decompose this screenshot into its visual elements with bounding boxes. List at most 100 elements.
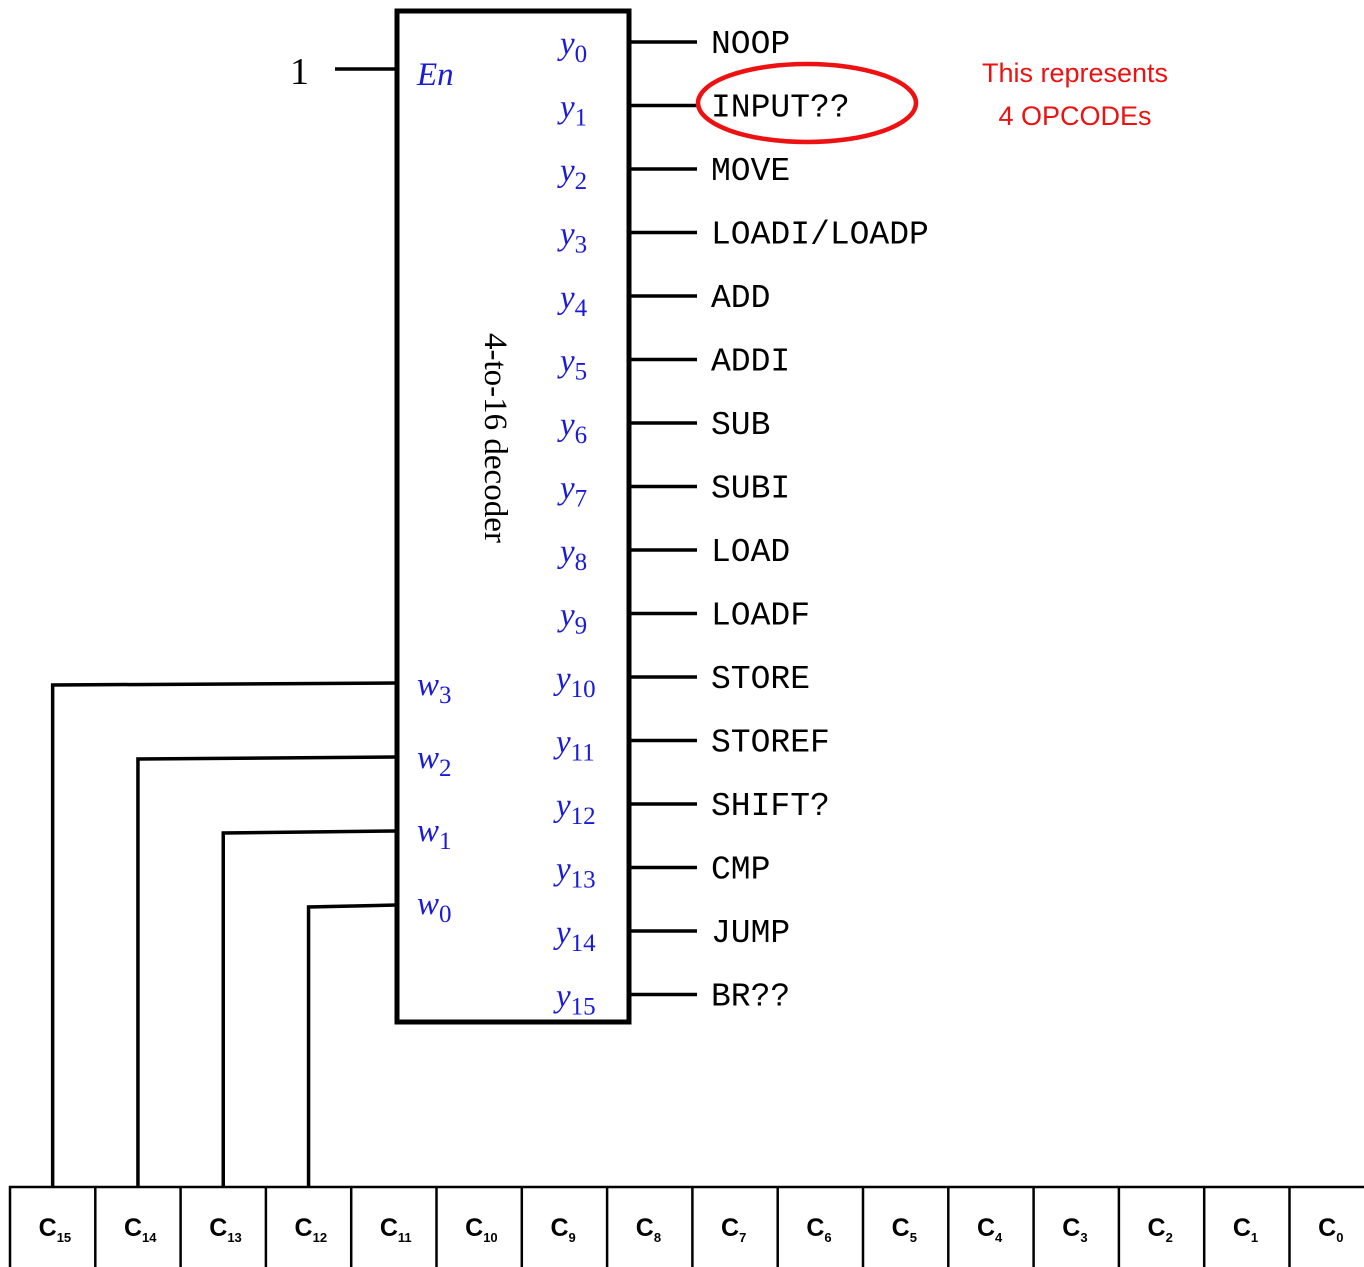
output-pin-y0: y0 NOOP	[557, 26, 790, 68]
output-pin-label: y8	[557, 534, 587, 576]
register-cell-c10: C10	[435, 1187, 498, 1267]
register-cell-label: C15	[39, 1214, 72, 1245]
input-pin-label: w1	[417, 813, 452, 855]
decoder-box	[394, 8, 632, 1025]
opcode-label: STORE	[711, 661, 810, 698]
register-cell-c1: C1	[1202, 1187, 1258, 1267]
register-cell-c12: C12	[264, 1187, 328, 1267]
output-pin-label: y2	[557, 153, 587, 195]
opcode-label: NOOP	[711, 26, 790, 63]
output-pin-label: y14	[553, 915, 596, 957]
register-cell-label: C11	[380, 1214, 412, 1245]
output-pin-label: y12	[553, 788, 596, 830]
register-cell-c11: C11	[349, 1187, 412, 1267]
opcode-label: STOREF	[711, 725, 830, 762]
output-pin-label: y9	[557, 598, 587, 640]
output-pin-y13: y13 CMP	[553, 852, 770, 894]
input-pin-label: w3	[417, 667, 452, 709]
register-cell-label: C5	[892, 1214, 917, 1245]
opcode-label: ADD	[711, 280, 770, 317]
register-cell-c14: C14	[94, 1187, 157, 1267]
register-cell-c6: C6	[776, 1187, 832, 1267]
register-cell-label: C6	[806, 1214, 831, 1245]
input-wire	[306, 903, 398, 1187]
output-pin-y12: y12 SHIFT?	[553, 788, 830, 830]
output-pin-y9: y9 LOADF	[557, 598, 810, 640]
opcode-label: LOADI/LOADP	[711, 217, 929, 254]
output-pin-y1: y1 INPUT??	[557, 90, 850, 132]
opcode-label: BR??	[711, 979, 790, 1016]
output-pin-label: y0	[557, 26, 587, 68]
register-cell-label: C2	[1148, 1214, 1173, 1245]
register-cell-c0: C0	[1288, 1187, 1343, 1267]
input-wire	[221, 829, 398, 1187]
output-pin-label: y11	[553, 725, 595, 767]
register-cell-label: C9	[550, 1214, 575, 1245]
opcode-label: JUMP	[711, 915, 790, 952]
opcode-label: LOADF	[711, 598, 810, 635]
input-wire	[50, 681, 398, 1187]
opcode-label: SUB	[711, 407, 770, 444]
output-pin-label: y13	[553, 852, 596, 894]
register-cell-c9: C9	[520, 1187, 576, 1267]
annotation-line-1: This represents	[982, 58, 1168, 88]
output-pin-y7: y7 SUBI	[557, 471, 790, 513]
register-cell-label: C1	[1233, 1214, 1258, 1245]
input-pin-w0: w0	[306, 886, 452, 1187]
annotation-line-2: 4 OPCODEs	[998, 101, 1151, 131]
register-cell-c7: C7	[691, 1187, 746, 1267]
output-pin-label: y10	[553, 661, 596, 703]
output-pin-y11: y11 STOREF	[553, 725, 830, 767]
output-pin-y15: y15 BR??	[553, 979, 790, 1021]
register-cell-label: C12	[295, 1214, 328, 1245]
opcode-label: SHIFT?	[711, 788, 830, 825]
register-cell-c5: C5	[861, 1187, 917, 1267]
register-cell-c13: C13	[179, 1187, 242, 1267]
register-cell-label: C3	[1062, 1214, 1087, 1245]
input-pin-w2: w2	[136, 740, 452, 1187]
register-cell-c4: C4	[947, 1187, 1003, 1267]
output-pin-label: y15	[553, 979, 596, 1021]
input-pins: w3 w2 w1 w0	[50, 667, 452, 1187]
opcode-label: CMP	[711, 852, 770, 889]
opcode-label: LOAD	[711, 534, 790, 571]
output-pin-y3: y3 LOADI/LOADP	[557, 217, 929, 259]
input-wire	[136, 755, 398, 1187]
register-cell-c8: C8	[605, 1187, 661, 1267]
register-cell-c15: C15	[39, 1214, 72, 1245]
opcode-label: SUBI	[711, 471, 790, 508]
decoder-title: 4-to-16 decoder	[477, 333, 513, 543]
output-pin-y5: y5 ADDI	[557, 344, 790, 386]
register-cell-label: C7	[721, 1214, 746, 1245]
enable-value: 1	[290, 51, 309, 93]
output-pin-y2: y2 MOVE	[557, 153, 790, 195]
output-pin-label: y3	[557, 217, 587, 259]
output-pin-label: y5	[557, 344, 587, 386]
control-register: C15 C14 C13 C12 C11 C10 C9 C8 C7 C6 C5 C4 C3 C2 C1 C0	[8, 1185, 1364, 1267]
output-pin-label: y4	[557, 280, 588, 322]
output-pin-y14: y14 JUMP	[553, 915, 790, 957]
register-cell-label: C10	[465, 1214, 498, 1245]
input-pin-label: w2	[417, 740, 452, 782]
output-pin-y8: y8 LOAD	[557, 534, 790, 576]
register-cell-c2: C2	[1117, 1187, 1173, 1267]
register-cell-c3: C3	[1032, 1187, 1088, 1267]
input-pin-w1: w1	[221, 813, 452, 1187]
opcode-label: MOVE	[711, 153, 790, 190]
register-cell-label: C4	[977, 1214, 1003, 1245]
input-pin-label: w0	[417, 886, 452, 928]
register-cell-label: C8	[636, 1214, 661, 1245]
output-pin-y10: y10 STORE	[553, 661, 810, 703]
register-cell-label: C0	[1318, 1214, 1343, 1245]
register-cell-label: C14	[124, 1214, 157, 1245]
opcode-label: ADDI	[711, 344, 790, 381]
register-cell-label: C13	[209, 1214, 242, 1245]
output-pin-label: y7	[557, 471, 587, 513]
opcode-label: INPUT??	[711, 90, 850, 127]
register-outline	[8, 1185, 1364, 1267]
output-pin-y4: y4 ADD	[557, 280, 770, 322]
output-pin-label: y1	[557, 90, 587, 132]
